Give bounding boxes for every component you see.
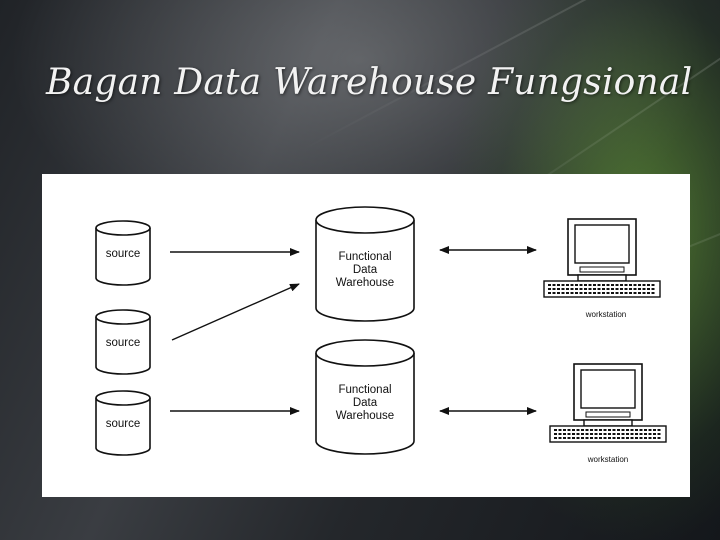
warehouse-label-line: Data [353, 397, 378, 409]
warehouse-label-line: Warehouse [336, 410, 394, 422]
source-cylinder: source [95, 220, 151, 286]
functional-data-warehouse-cylinder: Functional Data Warehouse [315, 339, 415, 455]
source-label: source [106, 418, 141, 430]
warehouse-label-line: Functional [338, 251, 391, 263]
source-label: source [106, 337, 141, 349]
workstation-label: workstation [585, 310, 626, 319]
functional-dw-diagram: source source source Functional Data War… [95, 206, 667, 464]
workstation-label: workstation [587, 455, 628, 464]
workstation-icon: workstation [549, 363, 667, 464]
workstation-icon: workstation [543, 218, 661, 319]
diagram-panel: source source source Functional Data War… [42, 174, 690, 497]
flow-arrow [171, 283, 300, 341]
source-cylinder: source [95, 390, 151, 456]
warehouse-label-line: Warehouse [336, 277, 394, 289]
warehouse-label-line: Data [353, 264, 378, 276]
functional-data-warehouse-cylinder: Functional Data Warehouse [315, 206, 415, 322]
source-cylinder: source [95, 309, 151, 375]
source-label: source [106, 248, 141, 260]
slide-title: Bagan Data Warehouse Fungsional [46, 62, 693, 103]
warehouse-label-line: Functional [338, 384, 391, 396]
